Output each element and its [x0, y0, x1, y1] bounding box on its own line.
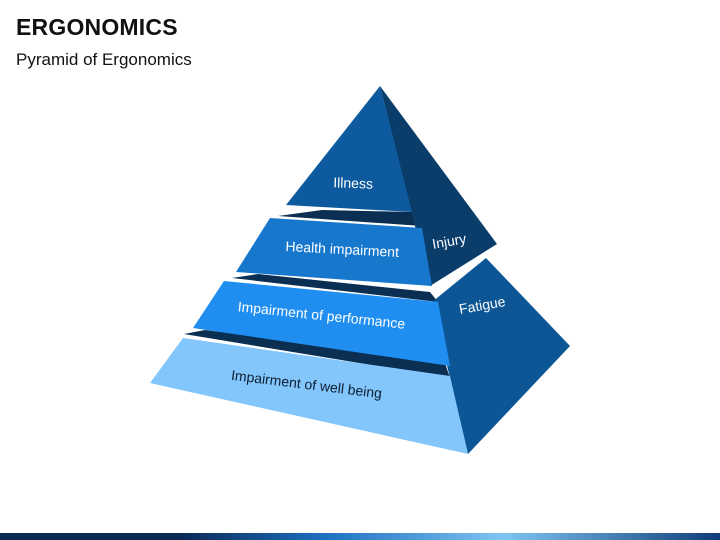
tier-impairment-of-well-being — [150, 338, 468, 454]
footer-accent-bar — [0, 533, 720, 540]
tier-gap-3 — [184, 330, 450, 378]
tier-illness — [286, 86, 412, 212]
page-title: ERGONOMICS — [16, 14, 178, 40]
tier-gap-1 — [278, 210, 422, 226]
tier-label-illness: Illness — [333, 174, 373, 191]
side-face-bottom — [432, 258, 570, 454]
side-label-injury: Injury — [431, 230, 467, 252]
tier-impairment-of-performance — [193, 281, 450, 366]
tier-label-health-impairment: Health impairment — [285, 238, 399, 260]
page-subtitle: Pyramid of Ergonomics — [16, 50, 192, 69]
side-face-top — [380, 86, 497, 286]
tier-health-impairment — [236, 218, 432, 286]
tier-gap-2 — [232, 274, 438, 302]
